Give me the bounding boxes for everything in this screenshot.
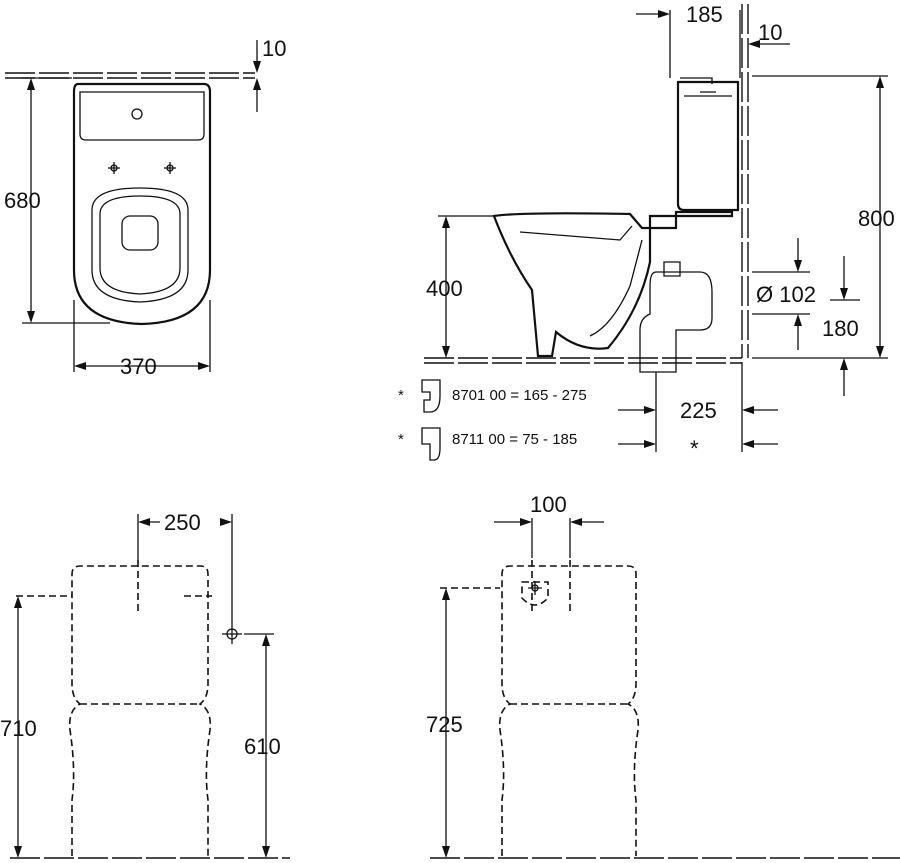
side-view-outlet-height-label: 180 <box>822 316 859 341</box>
side-view-outlet-pipe <box>639 271 713 373</box>
side-view-floor <box>424 357 742 364</box>
side-view-tank <box>676 80 740 212</box>
flush-button-icon <box>521 581 549 606</box>
front-view-offset-label: 100 <box>530 492 567 517</box>
back-view-inlet-height-label: 610 <box>244 734 281 759</box>
flush-button-icon <box>131 108 143 120</box>
side-view: 185 10 800 400 Ø 102 180 225 * <box>424 2 895 461</box>
note-marker: * <box>398 387 404 404</box>
front-view-total-height-label: 725 <box>426 712 463 737</box>
top-view-tank-lid <box>79 91 205 141</box>
back-view-offset-label: 250 <box>164 510 201 535</box>
side-view-height-label: 800 <box>858 206 895 231</box>
side-view-outlet-distance-label: 225 <box>680 398 717 423</box>
note-marker: * <box>398 431 404 448</box>
side-view-wall <box>741 4 749 358</box>
top-view-wall <box>5 72 255 79</box>
top-view: 680 370 10 <box>4 36 286 379</box>
top-view-wall-gap-label: 10 <box>262 36 286 61</box>
note-text: 8711 00 = 75 - 185 <box>452 431 577 448</box>
crosshair-icon <box>528 581 542 595</box>
top-view-width-label: 370 <box>120 354 157 379</box>
note-text: 8701 00 = 165 - 275 <box>452 387 587 404</box>
inlet-point-icon <box>222 624 242 644</box>
fixing-point-icon <box>108 162 176 174</box>
front-view-outline <box>498 565 640 856</box>
side-view-bowl <box>492 210 734 358</box>
top-view-bowl-opening <box>121 215 159 251</box>
back-view-total-height-label: 710 <box>0 716 37 741</box>
pipe-connector-icon <box>421 427 441 461</box>
notes: * 8701 00 = 165 - 275 * 8711 00 = 75 - 1… <box>398 379 587 461</box>
side-view-outlet-diameter-label: Ø 102 <box>756 282 816 307</box>
top-view-bowl-outline <box>72 82 212 326</box>
top-view-seat <box>91 187 189 303</box>
side-view-tank-depth-label: 185 <box>686 2 723 27</box>
side-view-seat-height-label: 400 <box>426 276 463 301</box>
pipe-connector-icon <box>421 379 441 413</box>
top-view-seat-inner <box>99 195 181 295</box>
side-view-asterisk-label: * <box>690 436 699 461</box>
back-view-outline <box>68 565 212 856</box>
back-view: 250 710 610 <box>0 510 290 859</box>
side-view-wall-gap-label: 10 <box>758 20 782 45</box>
top-view-depth-label: 680 <box>4 188 41 213</box>
front-view: 100 725 <box>426 492 900 859</box>
